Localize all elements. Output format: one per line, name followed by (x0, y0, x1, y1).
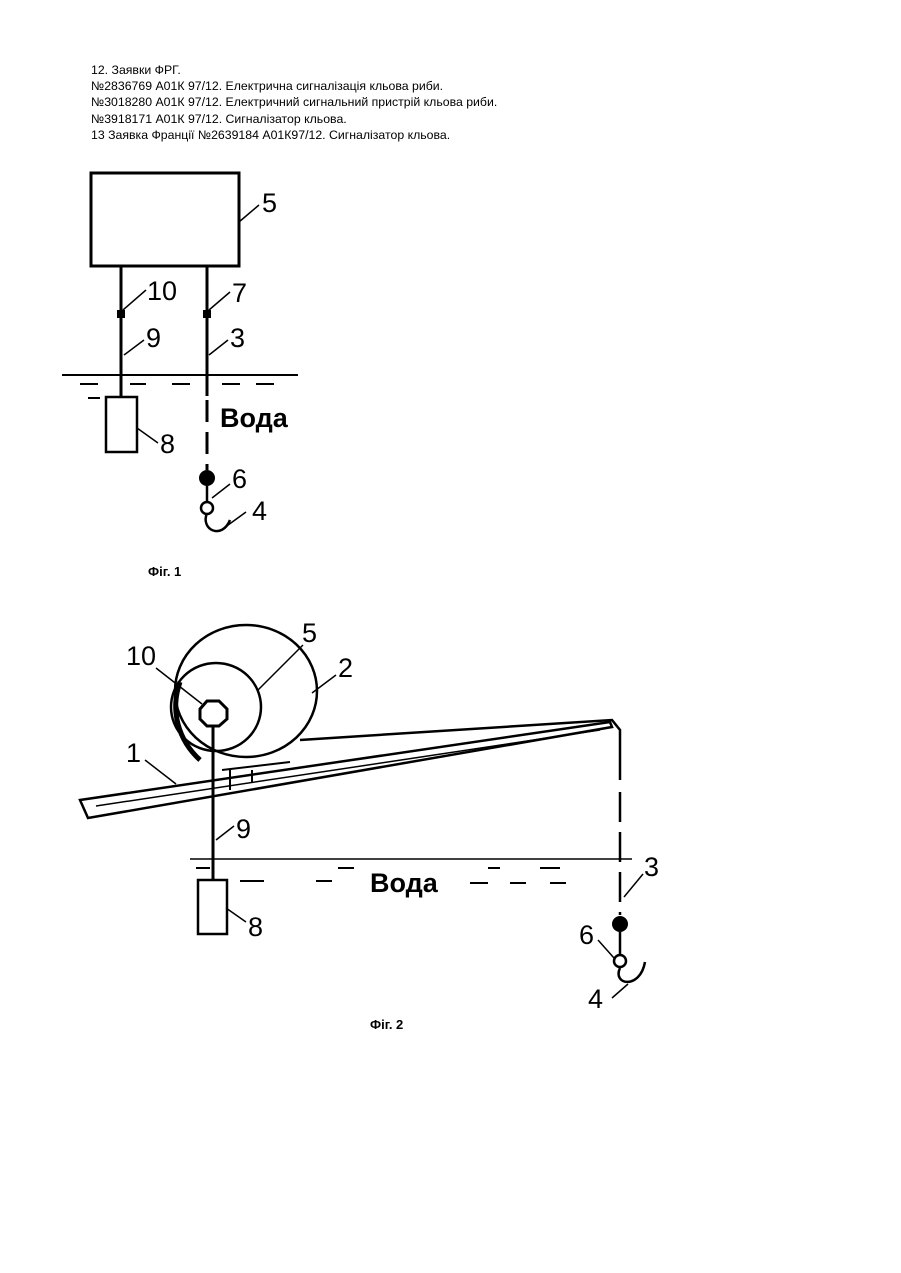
label-4: 4 (252, 496, 267, 526)
label-3: 3 (230, 323, 245, 353)
label-5: 5 (262, 188, 277, 218)
label-9: 9 (146, 323, 161, 353)
signal-box (91, 173, 239, 266)
water-label: Вода (220, 403, 289, 433)
label-7: 7 (232, 278, 247, 308)
label-10: 10 (147, 276, 177, 306)
sinker (199, 470, 215, 486)
connector (117, 310, 125, 318)
weight (106, 397, 137, 452)
label-8: 8 (160, 429, 175, 459)
figure-caption: Фіг. 1 (148, 564, 181, 579)
swivel (201, 502, 213, 514)
connector (203, 310, 211, 318)
label-6: 6 (232, 464, 247, 494)
